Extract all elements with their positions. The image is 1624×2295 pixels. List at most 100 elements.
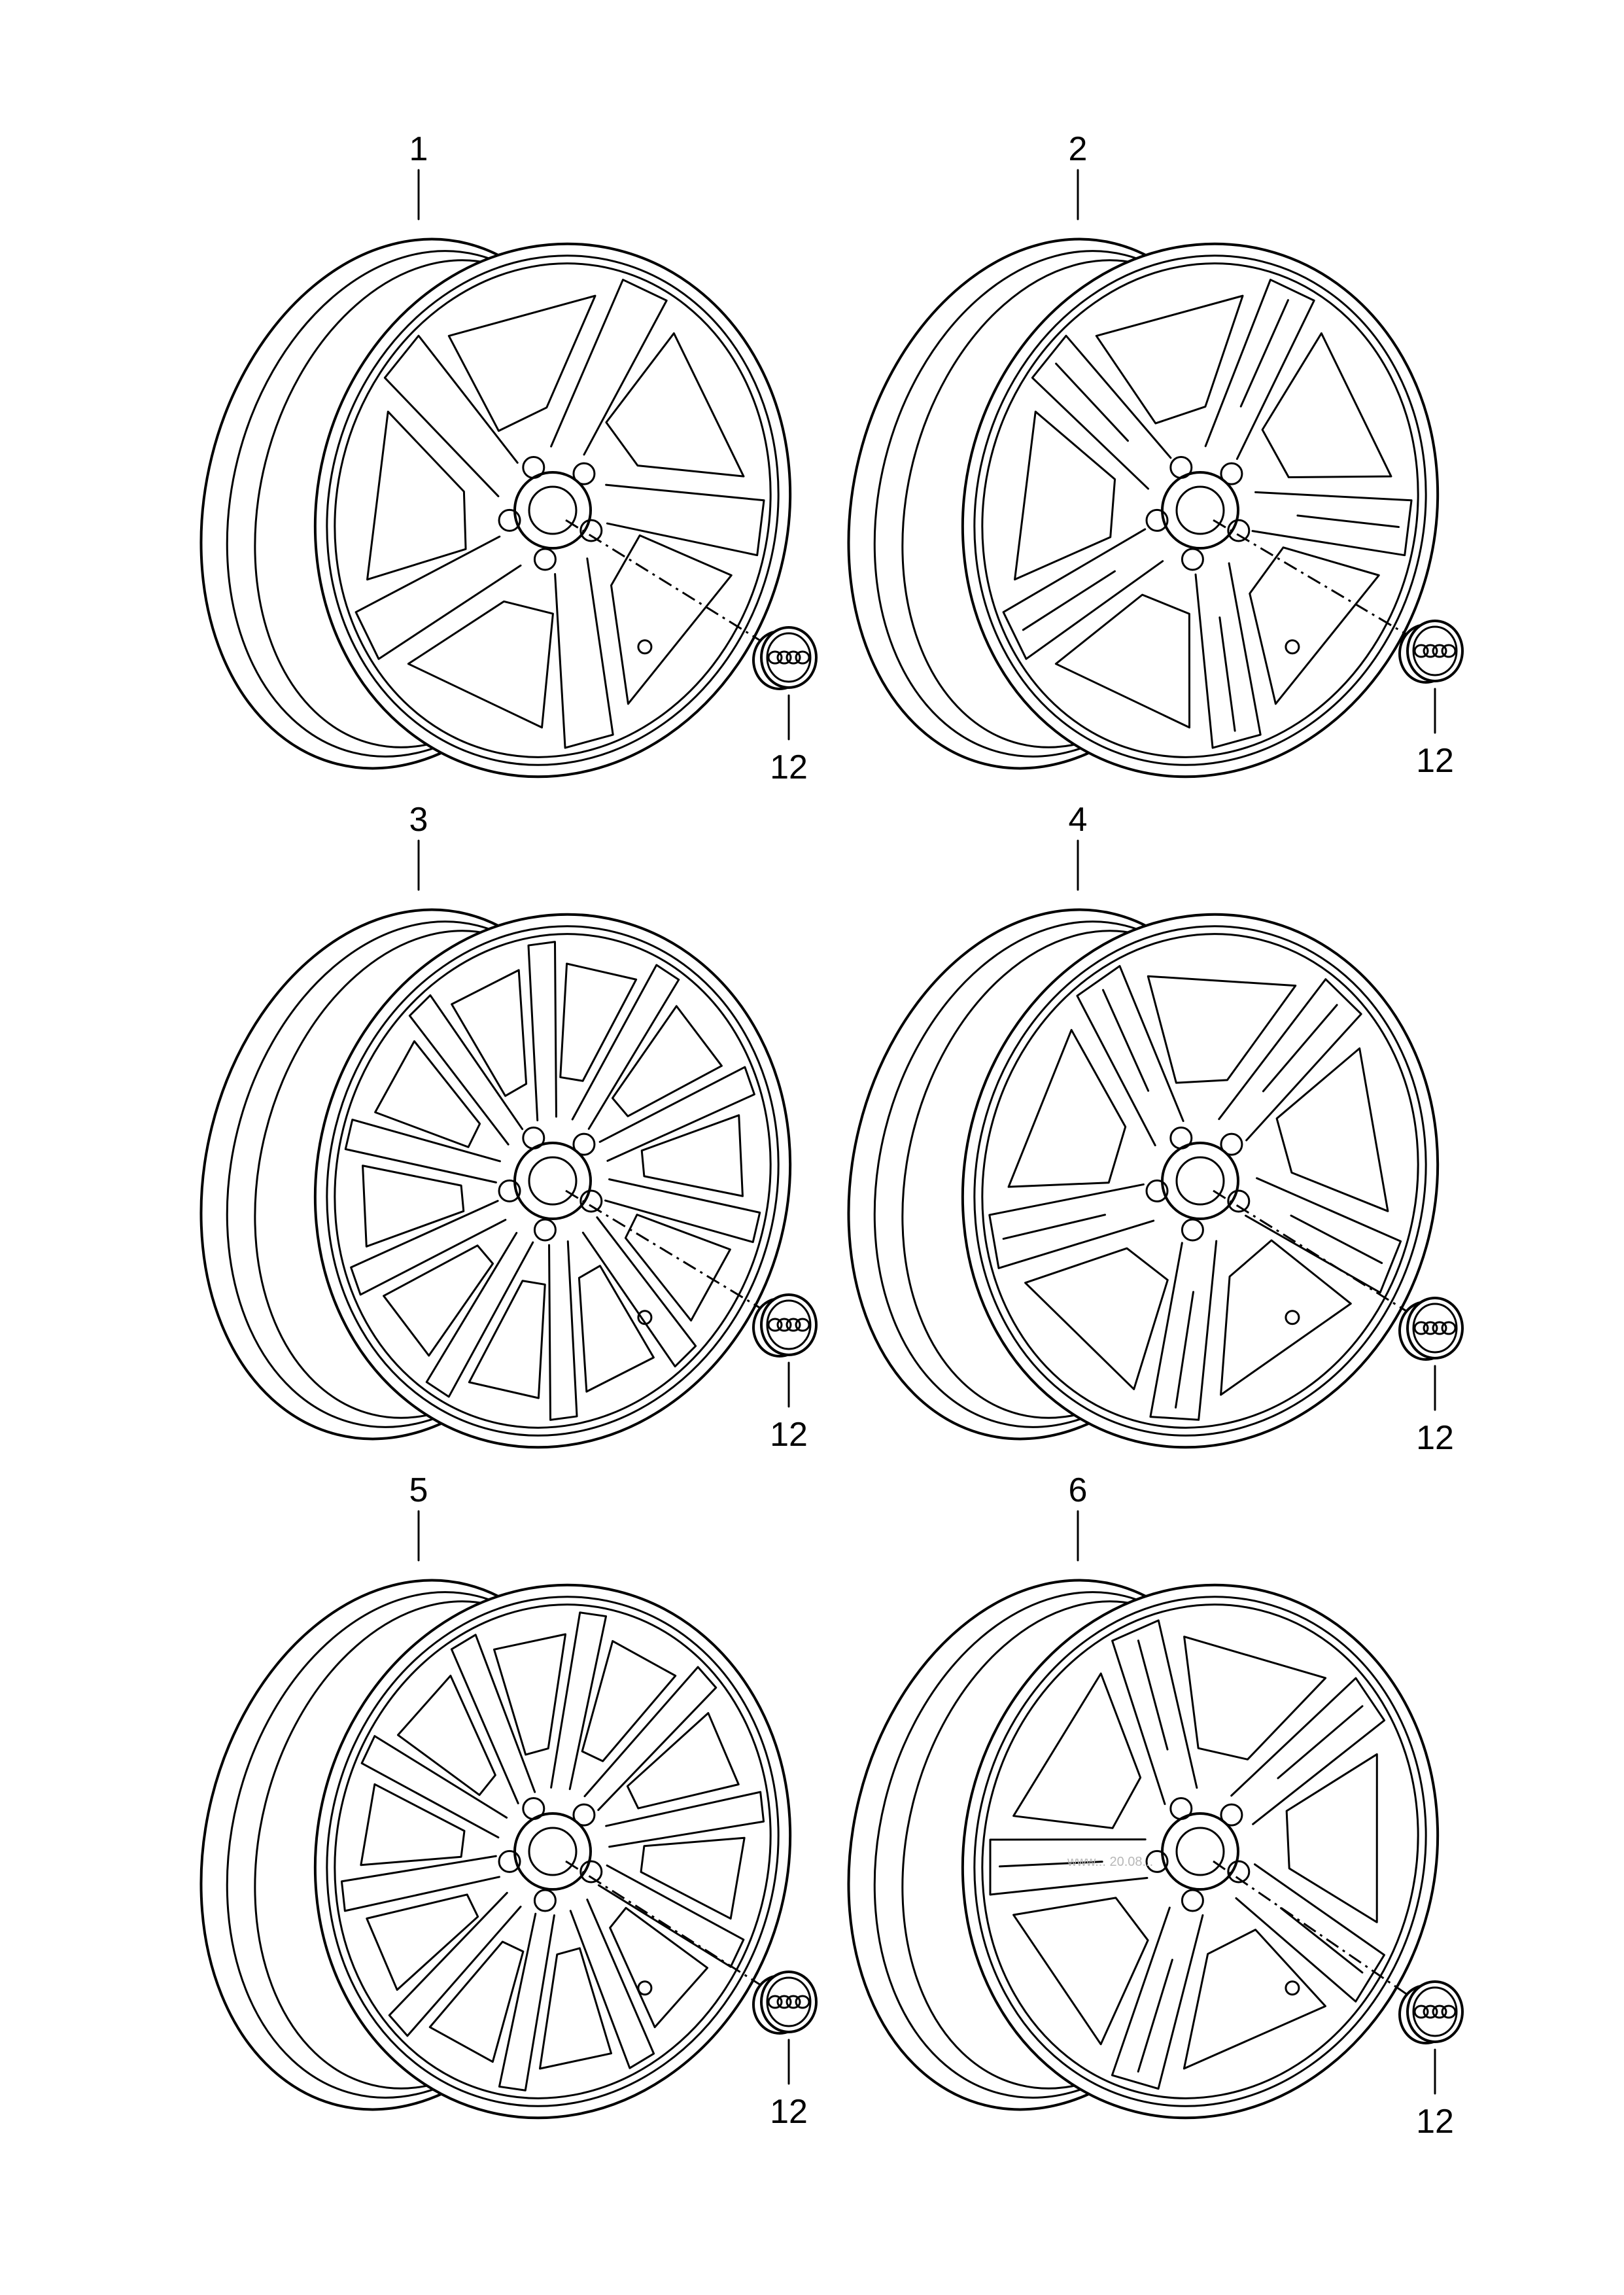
part-number-label: 12	[1416, 2103, 1454, 2141]
assembly-axis	[1213, 1189, 1419, 1320]
spoke-split	[1218, 616, 1236, 732]
spokes	[989, 1619, 1386, 2090]
four-rings-logo-icon	[767, 1995, 810, 2009]
four-rings-logo-icon	[1413, 644, 1457, 658]
spoke	[605, 1791, 765, 1848]
assembly-axis	[565, 1189, 772, 1316]
part-number-label: 6	[1069, 1471, 1088, 1509]
spoke-window	[1024, 1247, 1169, 1390]
lug-hole	[522, 1797, 545, 1821]
lug-hole	[1181, 1889, 1204, 1912]
valve-hole	[1285, 639, 1300, 655]
lug-hole	[522, 1127, 545, 1150]
assembly-axis	[565, 519, 772, 649]
part-number-label: 12	[770, 2093, 808, 2131]
spoke-window	[1147, 975, 1297, 1084]
part-number-label: 12	[1416, 1419, 1454, 1457]
spoke-window	[640, 1114, 744, 1197]
spoke-window	[1014, 410, 1116, 581]
spoke-split	[1277, 1705, 1364, 1779]
hub-inner	[1175, 485, 1225, 535]
spoke	[1204, 279, 1315, 460]
spoke	[550, 279, 668, 456]
hub-cap: 12	[752, 1293, 818, 1454]
spoke-window	[396, 1674, 496, 1796]
lug-hole	[1145, 1849, 1169, 1873]
spoke-window	[1183, 1929, 1326, 2070]
spoke	[350, 1200, 507, 1296]
assembly-axis	[1213, 519, 1419, 642]
spoke	[383, 334, 519, 498]
rim-inner-edge	[334, 1603, 772, 2099]
spoke	[1230, 1677, 1386, 1825]
spoke-window	[428, 1940, 525, 2063]
rim-inner-edge	[334, 933, 772, 1429]
lug-hole	[1220, 1132, 1243, 1156]
spoke	[425, 1232, 534, 1398]
spoke	[527, 941, 557, 1121]
four-rings-logo-icon	[1413, 2005, 1457, 2019]
spoke-window	[366, 1893, 479, 1991]
hub-cap-face	[760, 626, 818, 689]
spoke	[598, 1066, 755, 1162]
rim-inner-edge	[981, 262, 1419, 758]
spoke	[605, 483, 765, 557]
hub-cap: 12	[1398, 1297, 1464, 1457]
hub-cap: 12	[752, 626, 818, 786]
hub-inner	[528, 1156, 578, 1206]
spoke-split	[1022, 570, 1116, 631]
part-number-label: 12	[770, 748, 808, 786]
hub-cap: 12	[1398, 620, 1464, 780]
spoke-window	[447, 294, 596, 432]
part-number-label: 3	[409, 801, 428, 839]
spoke	[597, 1864, 745, 1968]
lug-hole	[572, 462, 596, 485]
spoke-window	[538, 1947, 613, 2070]
spoke-window	[1261, 332, 1392, 479]
hub-cap-ring	[766, 1299, 812, 1350]
rim-inner-edge	[981, 933, 1419, 1429]
part-number-label: 5	[409, 1471, 428, 1509]
spoke-window	[1054, 593, 1191, 729]
spoke-window	[407, 600, 554, 729]
valve-hole	[637, 1310, 653, 1325]
spoke	[569, 1899, 655, 2069]
spoke	[554, 557, 614, 749]
spoke-split	[1280, 1907, 1364, 1974]
wheel-4: 4	[847, 801, 1440, 1449]
spoke	[583, 1666, 717, 1812]
spoke	[388, 1891, 522, 2037]
lug-hole	[572, 1132, 596, 1156]
wheel-2: 2	[847, 130, 1440, 779]
spoke-window	[578, 1265, 655, 1393]
lug-hole	[533, 1889, 557, 1912]
valve-hole	[637, 639, 653, 655]
hub-cap-ring	[1412, 1303, 1458, 1354]
watermark: www... 20.08...	[1067, 1855, 1153, 1869]
hub-inner	[528, 1827, 578, 1876]
hub-cap-face	[760, 1971, 818, 2033]
lug-hole	[1181, 1218, 1204, 1242]
spoke-window	[581, 1639, 677, 1762]
hub-cap-ring	[1412, 1986, 1458, 2037]
spoke	[360, 1735, 508, 1839]
spoke-split	[1137, 1639, 1169, 1751]
spoke	[340, 1855, 500, 1912]
hub-cap-face	[1406, 1980, 1464, 2043]
rim-inner-edge	[334, 262, 772, 758]
part-number-label: 2	[1069, 130, 1088, 168]
hub-cap-face	[760, 1293, 818, 1356]
spoke	[1031, 334, 1172, 490]
spokes	[1002, 279, 1413, 749]
lug-hole	[498, 508, 521, 532]
lug-hole	[1169, 1127, 1193, 1150]
spoke-window	[366, 410, 467, 581]
wheel-5: 5	[199, 1471, 792, 2120]
lug-hole	[579, 1860, 603, 1883]
lug-hole	[1145, 1179, 1169, 1202]
lug-hole	[533, 1218, 557, 1242]
spoke-split	[1055, 362, 1130, 442]
spoke-split	[1002, 1214, 1107, 1240]
hub-cap-ring	[766, 632, 812, 683]
